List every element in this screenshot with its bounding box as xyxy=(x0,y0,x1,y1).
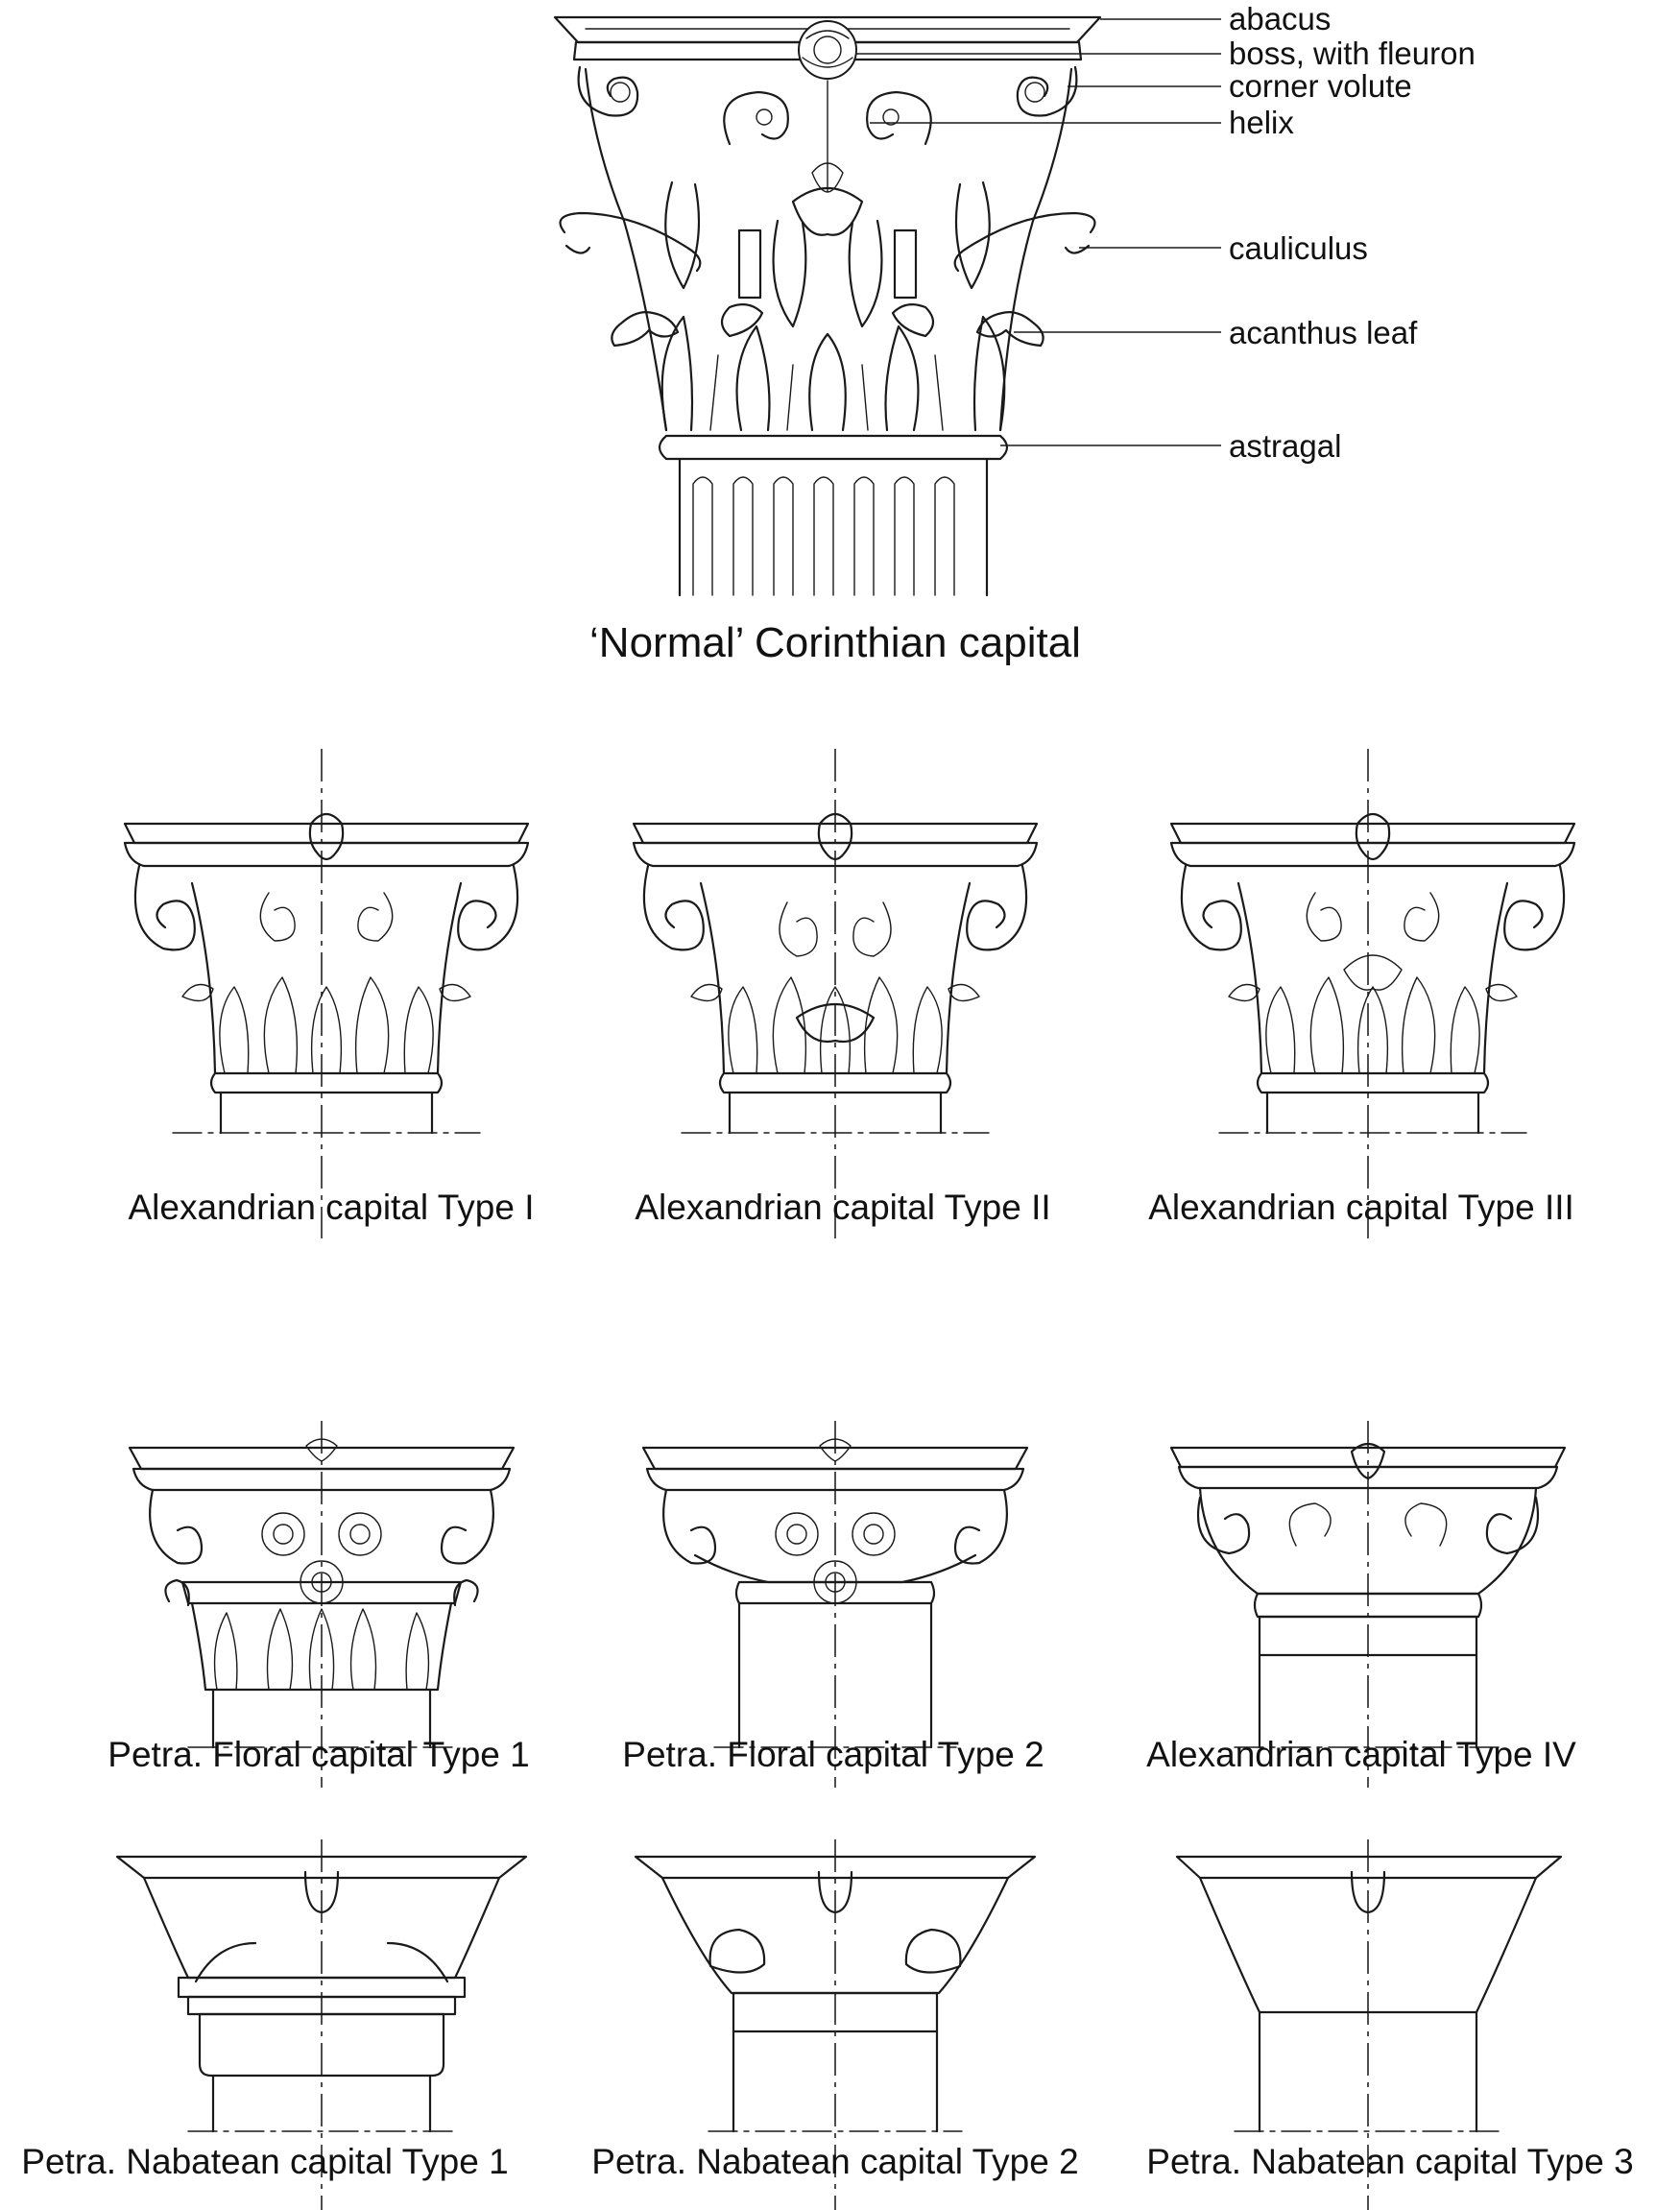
label-cauliculus: cauliculus xyxy=(1229,230,1368,266)
alexandrian-type-ii-drawing xyxy=(632,749,1039,1238)
caption-petra-floral-type-1: Petra. Floral capital Type 1 xyxy=(108,1735,529,1774)
caption-petra-floral-type-2: Petra. Floral capital Type 2 xyxy=(622,1735,1044,1774)
alexandrian-type-iii-drawing xyxy=(1169,749,1576,1238)
label-boss-with-fleuron: boss, with fleuron xyxy=(1229,36,1476,71)
label-acanthus-leaf: acanthus leaf xyxy=(1229,315,1418,350)
corinthian-capital-drawing xyxy=(553,15,1221,597)
alexandrian-type-iv-drawing xyxy=(1169,1421,1567,1788)
label-corner-volute: corner volute xyxy=(1229,68,1412,104)
caption-nabatean-type-3: Petra. Nabatean capital Type 3 xyxy=(1146,2142,1633,2181)
caption-alexandrian-type-iv: Alexandrian capital Type IV xyxy=(1146,1735,1576,1774)
alexandrian-type-i-drawing xyxy=(123,749,530,1238)
label-abacus: abacus xyxy=(1229,1,1331,36)
caption-nabatean-type-2: Petra. Nabatean capital Type 2 xyxy=(591,2142,1078,2181)
caption-alexandrian-type-ii: Alexandrian capital Type II xyxy=(635,1188,1050,1227)
nabatean-type-1-drawing xyxy=(115,1839,528,2210)
petra-floral-type-2-drawing xyxy=(641,1421,1029,1788)
nabatean-type-2-drawing xyxy=(634,1839,1037,2210)
caption-alexandrian-type-i: Alexandrian capital Type I xyxy=(128,1188,534,1227)
caption-nabatean-type-1: Petra. Nabatean capital Type 1 xyxy=(21,2142,508,2181)
label-astragal: astragal xyxy=(1229,428,1341,464)
caption-alexandrian-type-iii: Alexandrian capital Type III xyxy=(1148,1188,1574,1227)
petra-floral-type-1-drawing xyxy=(128,1421,516,1788)
nabatean-type-3-drawing xyxy=(1175,1839,1563,2210)
main-caption: ‘Normal’ Corinthian capital xyxy=(589,619,1081,666)
label-helix: helix xyxy=(1229,105,1294,140)
